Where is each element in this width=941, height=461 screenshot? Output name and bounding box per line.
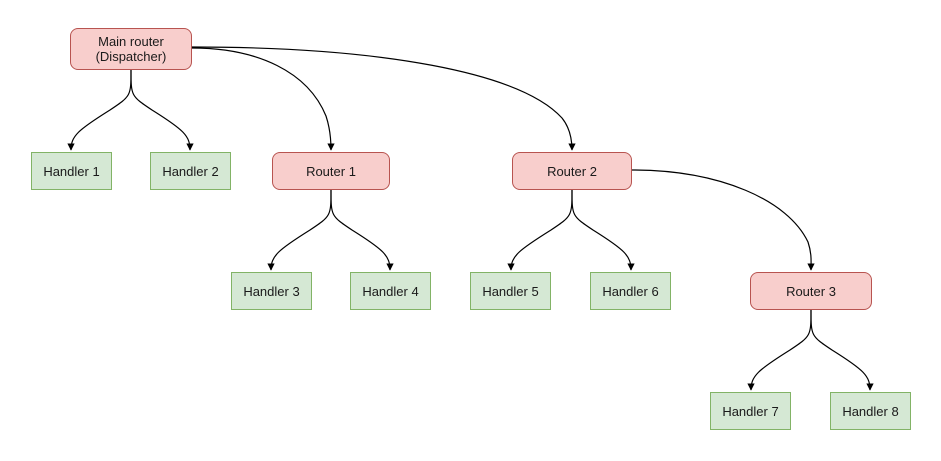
node-router1[interactable]: Router 1 [272,152,390,190]
edge-main-to-router1 [191,47,335,151]
edge-paths [67,46,874,391]
node-label: Handler 5 [482,283,539,299]
edge-router2-to-handler6 [571,189,635,271]
node-label: Handler 4 [362,283,419,299]
node-handler2[interactable]: Handler 2 [150,152,231,190]
node-label: Router 3 [786,283,836,299]
edge-router2-to-router3 [631,169,815,271]
node-label: Main router (Dispatcher) [95,34,167,64]
edge-router2-to-handler5 [507,189,573,271]
edge-router1-to-handler4 [330,189,394,271]
node-label: Handler 2 [162,163,219,179]
node-router2[interactable]: Router 2 [512,152,632,190]
edge-main-to-handler1 [67,69,132,151]
node-label: Handler 7 [722,403,779,419]
edge-router1-to-handler3 [267,189,332,271]
node-handler3[interactable]: Handler 3 [231,272,312,310]
node-label: Handler 8 [842,403,899,419]
edge-main-to-handler2 [130,69,194,151]
node-label: Handler 3 [243,283,300,299]
node-handler4[interactable]: Handler 4 [350,272,431,310]
node-handler1[interactable]: Handler 1 [31,152,112,190]
node-handler6[interactable]: Handler 6 [590,272,671,310]
edge-router3-to-handler8 [810,309,874,391]
node-label: Handler 6 [602,283,659,299]
node-label: Router 2 [547,163,597,179]
node-handler8[interactable]: Handler 8 [830,392,911,430]
node-router3[interactable]: Router 3 [750,272,872,310]
node-main[interactable]: Main router (Dispatcher) [70,28,192,70]
node-handler5[interactable]: Handler 5 [470,272,551,310]
edge-main-to-router2 [191,46,576,151]
node-label: Router 1 [306,163,356,179]
node-handler7[interactable]: Handler 7 [710,392,791,430]
edge-router3-to-handler7 [747,309,812,391]
node-label: Handler 1 [43,163,100,179]
